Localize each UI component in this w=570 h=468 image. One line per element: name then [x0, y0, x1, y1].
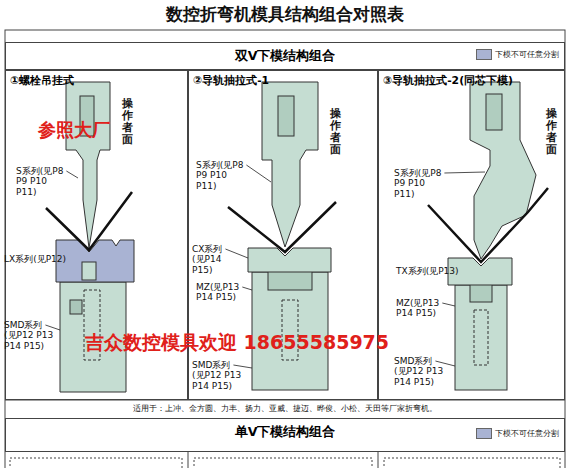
watermark: 吉众数控模具欢迎 18655585975 [85, 332, 389, 354]
part-callout: MZ(见P13 P14 P15) [396, 298, 446, 319]
legend-text: 下模不可任意分割 [495, 50, 559, 59]
part-callout: CX系列(见P14 P15) [192, 244, 242, 275]
side-note: 操作者面 [546, 108, 557, 156]
panel-frame [10, 458, 182, 468]
sheet-metal [228, 202, 336, 252]
side-note: 操作者面 [122, 98, 133, 146]
upper-punch [66, 82, 110, 248]
watermark: 参照大厂 [38, 120, 110, 141]
legend-swatch [476, 428, 492, 439]
leader-line [233, 365, 252, 368]
leader-line [242, 287, 252, 290]
part-callout: TX系列(见P13) [396, 266, 459, 276]
part-callout: SMD系列(见P12 P13 P14 P15) [192, 360, 248, 391]
part-callout: SMD系列(见P12 P13 P14 P15) [394, 356, 450, 387]
upper-punch [262, 82, 318, 247]
legend-entry: 下模不可任意分割 [476, 49, 559, 60]
legend-text: 下模不可任意分割 [495, 429, 559, 438]
title: 数控折弯机模具结构组合对照表 [5, 5, 565, 25]
holder-bolt [70, 300, 82, 314]
holder-bolt [474, 310, 488, 365]
leader-line [435, 361, 455, 366]
panel-heading: ①螺栓吊挂式 [6, 71, 187, 91]
panel-frame [194, 458, 372, 468]
structure-panel: ③导轨抽拉式-2(同芯下模) [378, 70, 565, 400]
leader-line [442, 303, 455, 306]
lower-die [56, 240, 134, 282]
sheet-metal [46, 192, 132, 250]
legend-swatch [476, 49, 492, 60]
outer-frame [5, 30, 565, 468]
rule-line [188, 452, 189, 468]
die-bolt [82, 262, 96, 280]
part-callout: SMD系列(见P12 P13 P14 P15) [4, 320, 60, 351]
leader-line [45, 325, 60, 330]
lower-die [248, 248, 331, 272]
part-callout: MZ(见P13 P14 P15) [196, 282, 246, 303]
panel-heading: ③导轨抽拉式-2(同芯下模) [379, 71, 564, 91]
panel-heading: ②导轨抽拉式-1 [189, 71, 377, 91]
gooseneck-punch [470, 82, 536, 259]
leader-line [444, 172, 485, 173]
side-note: 操作者面 [330, 108, 341, 156]
part-callout: LX系列(见P12) [4, 254, 66, 264]
clamp-bolt [278, 96, 294, 136]
note: 适用于：上冲、金方圆、力丰、扬力、亚威、捷迈、晔俊、小松、天田等厂家折弯机。 [5, 404, 565, 413]
leader-line [246, 165, 271, 182]
part-callout: S系列(见P8 P9 P10 P11) [196, 160, 250, 191]
panel-frame [384, 458, 560, 468]
legend-entry: 下模不可任意分割 [476, 428, 559, 439]
leader-line [66, 171, 78, 178]
sheet-metal [428, 188, 548, 262]
clamp-bolt [486, 94, 502, 130]
rule-line [378, 452, 379, 468]
leader-line [225, 249, 248, 258]
part-callout: S系列(见P8 P9 P10 P11) [394, 168, 448, 199]
part-callout: S系列(见P8 P9 P10 P11) [16, 166, 70, 197]
